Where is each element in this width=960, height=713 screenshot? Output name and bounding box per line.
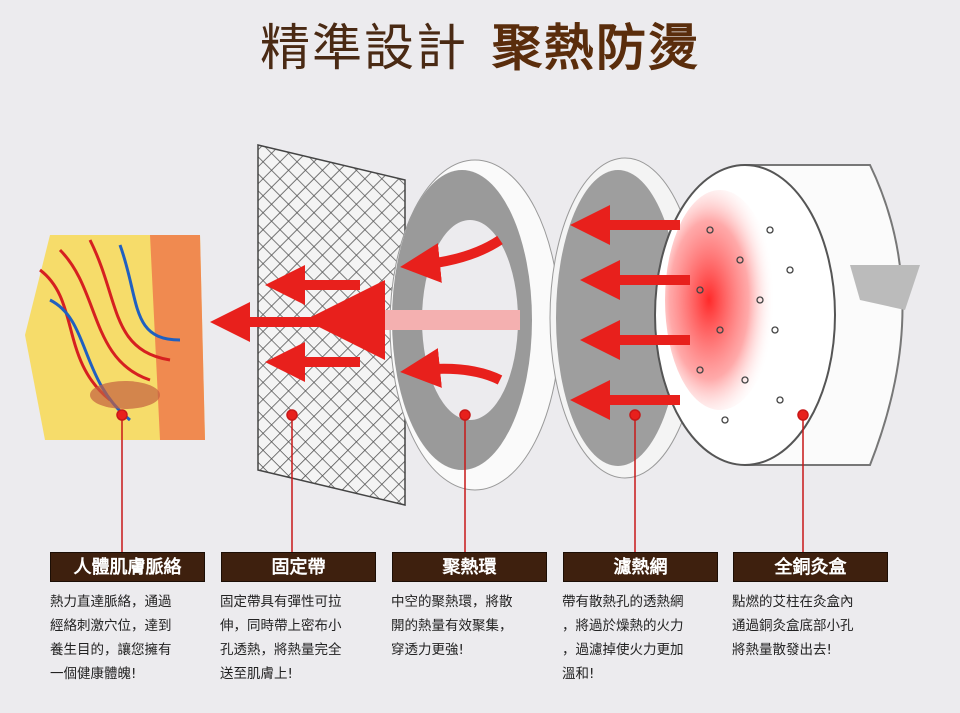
skin-illustration: [25, 235, 205, 440]
page-title: 精準設計聚熱防燙: [0, 8, 960, 80]
label-copper-box: 全銅灸盒: [733, 552, 888, 582]
callout-lines: [116, 409, 809, 552]
desc-line: 伸，同時帶上密布小: [220, 618, 342, 634]
desc-strap: 固定帶具有彈性可拉 伸，同時帶上密布小 孔透熱，將熱量完全 送至肌膚上!: [220, 590, 380, 686]
desc-line: 溫和!: [562, 666, 595, 682]
desc-line: 將熱量散發出去!: [732, 642, 832, 658]
desc-line: 帶有散熱孔的透熱網: [562, 594, 684, 610]
desc-line: 穿透力更強!: [391, 642, 464, 658]
desc-line: 孔透熱，將熱量完全: [220, 642, 342, 658]
moxibustion-box-illustration: [654, 164, 920, 466]
title-part1: 精準設計: [260, 19, 468, 77]
desc-heat-ring: 中空的聚熱環，將散 開的熱量有效聚集， 穿透力更強!: [391, 590, 551, 662]
desc-line: 一個健康體魄!: [50, 666, 137, 682]
desc-filter-mesh: 帶有散熱孔的透熱網 ，將過於燥熱的火力 ，過濾掉使火力更加 溫和!: [562, 590, 722, 686]
desc-line: 養生目的，讓您擁有: [50, 642, 172, 658]
desc-line: ，將過於燥熱的火力: [562, 618, 684, 634]
heat-flow-arrows: [210, 205, 690, 420]
desc-skin-meridians: 熱力直達脈絡，通過 經絡刺激穴位，達到 養生目的，讓您擁有 一個健康體魄!: [50, 590, 210, 686]
title-part2: 聚熱防燙: [492, 19, 700, 77]
desc-line: 送至肌膚上!: [220, 666, 293, 682]
desc-line: 點燃的艾柱在灸盒內: [732, 594, 854, 610]
desc-line: 固定帶具有彈性可拉: [220, 594, 342, 610]
label-skin-meridians: 人體肌膚脈絡: [50, 552, 205, 582]
desc-line: 經絡刺激穴位，達到: [50, 618, 172, 634]
desc-line: 熱力直達脈絡，通過: [50, 594, 172, 610]
desc-line: 中空的聚熱環，將散: [391, 594, 513, 610]
desc-line: ，過濾掉使火力更加: [562, 642, 684, 658]
desc-line: 通過銅灸盒底部小孔: [732, 618, 854, 634]
label-heat-ring: 聚熱環: [392, 552, 547, 582]
desc-line: 開的熱量有效聚集，: [391, 618, 513, 634]
label-strap: 固定帶: [221, 552, 376, 582]
desc-copper-box: 點燃的艾柱在灸盒內 通過銅灸盒底部小孔 將熱量散發出去!: [732, 590, 892, 662]
label-filter-mesh: 濾熱網: [563, 552, 718, 582]
